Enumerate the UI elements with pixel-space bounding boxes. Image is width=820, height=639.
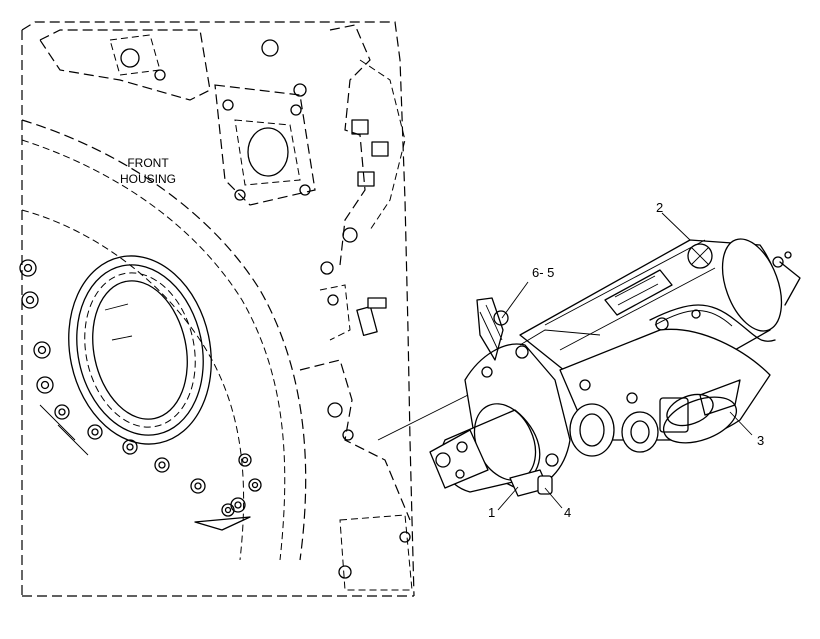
callout-2: 2 xyxy=(656,200,663,215)
housing-label-line1: FRONT xyxy=(127,156,169,170)
front-housing xyxy=(21,21,415,597)
callout-leaders xyxy=(497,212,753,511)
starter-motor xyxy=(429,238,801,497)
housing-bolts xyxy=(19,259,262,531)
callout-4: 4 xyxy=(564,505,571,520)
crankshaft-seal-bore xyxy=(68,255,212,445)
mounting-stud xyxy=(356,297,387,337)
callout-6-5: 6- 5 xyxy=(532,265,554,280)
lifting-bracket xyxy=(476,297,509,361)
callout-3: 3 xyxy=(757,433,764,448)
callout-1: 1 xyxy=(488,505,495,520)
housing-label-line2: HOUSING xyxy=(120,172,176,186)
